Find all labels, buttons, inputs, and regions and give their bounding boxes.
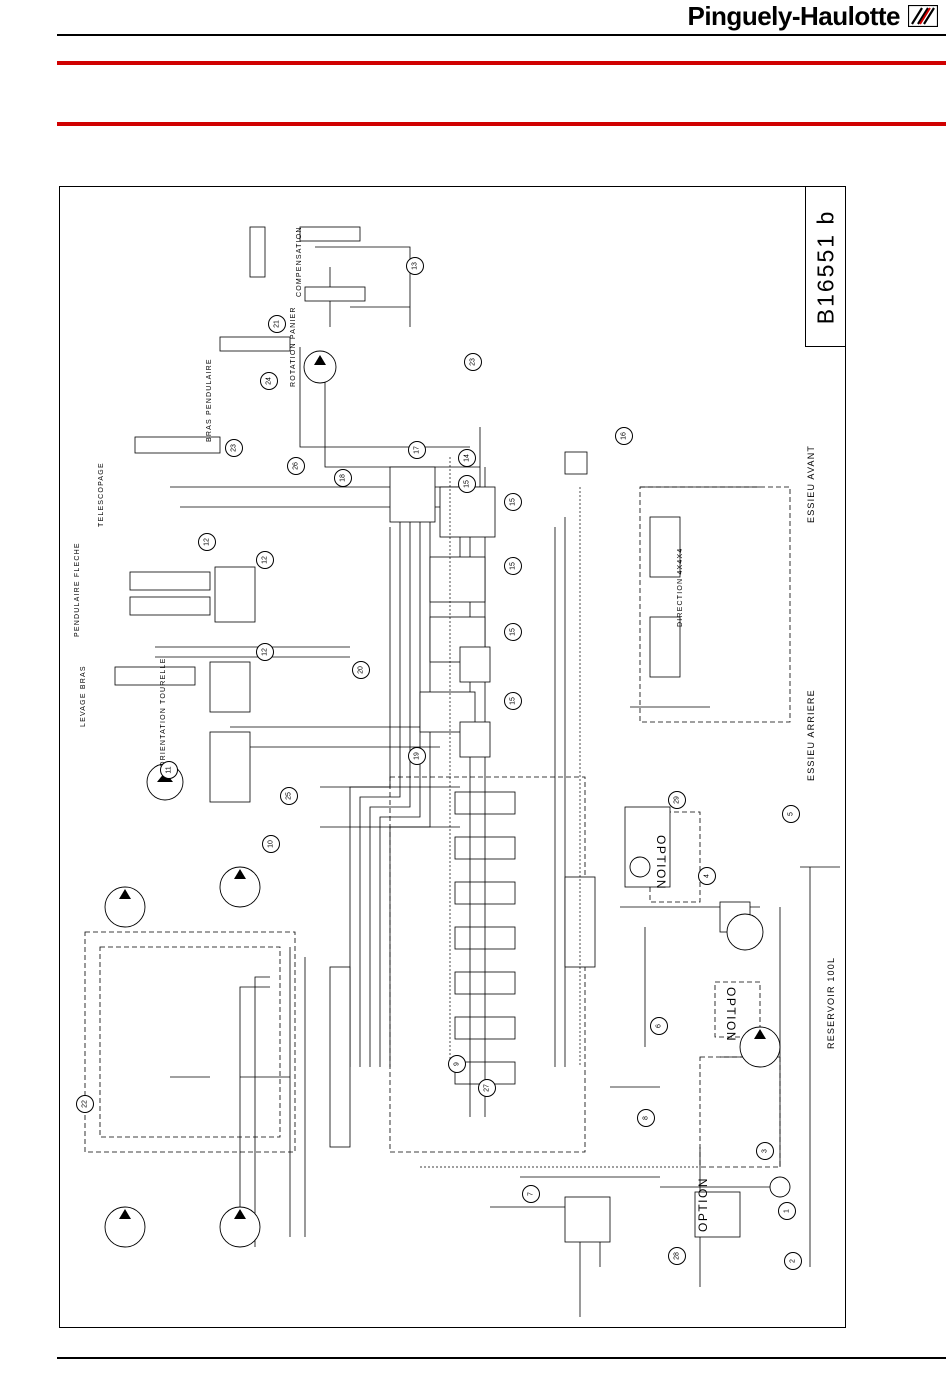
callout-tag: 13 [406, 257, 424, 275]
callout-tag: 12 [256, 551, 274, 569]
schematic-drawing [84, 226, 840, 1317]
direction-label: DIRECTION 4X4X4 [677, 547, 684, 627]
callout-tag: 15 [504, 493, 522, 511]
callout-tag: 1 [778, 1202, 796, 1220]
callout-tag: 23 [464, 353, 482, 371]
callout-tag: 25 [280, 787, 298, 805]
option-label-1: OPTION [654, 835, 668, 891]
brand-logo-icon [908, 5, 938, 27]
callout-tag: 12 [256, 643, 274, 661]
callout-tag: 4 [698, 867, 716, 885]
callout-tag: 28 [668, 1247, 686, 1265]
callout-tag: 7 [522, 1185, 540, 1203]
cylinder-label-turret: ORIENTATION TOURELLE [160, 657, 167, 767]
callout-tag: 15 [504, 557, 522, 575]
cylinder-label-pendular-arm: BRAS PENDULAIRE [206, 358, 213, 442]
hydraulic-schematic: B16551 b DIRECTION 4X4X4 ESSIEU ARRIERE … [59, 186, 846, 1328]
callout-tag: 11 [160, 761, 178, 779]
callout-tag: 17 [408, 441, 426, 459]
header-rule [57, 34, 946, 36]
red-rule-top [57, 61, 946, 65]
brand-name: Pinguely-Haulotte [687, 0, 900, 31]
callout-tag: 15 [458, 475, 476, 493]
cylinder-label-telescope: TELESCOPAGE [98, 462, 105, 527]
reservoir-label: RESERVOIR 100L [826, 956, 836, 1049]
callout-tag: 15 [504, 623, 522, 641]
callout-tag: 10 [262, 835, 280, 853]
callout-tag: 21 [268, 315, 286, 333]
cylinder-label-pendular-jib: PENDULAIRE FLECHE [74, 542, 81, 637]
callout-tag: 24 [260, 372, 278, 390]
callout-tag: 6 [650, 1017, 668, 1035]
callout-tag: 3 [756, 1142, 774, 1160]
option-label-3: OPTION [696, 1176, 710, 1232]
callout-tag: 5 [782, 805, 800, 823]
cylinder-label-basket: ROTATION PANIER [290, 306, 297, 387]
callout-tag: 27 [478, 1079, 496, 1097]
callout-tag: 18 [334, 469, 352, 487]
callout-tag: 20 [352, 661, 370, 679]
drawing-number-box: B16551 b [805, 187, 845, 347]
callout-tag: 29 [668, 791, 686, 809]
cylinder-label-lift: LEVAGE BRAS [80, 665, 87, 727]
callout-tag: 19 [408, 747, 426, 765]
option-label-2: OPTION [724, 987, 738, 1043]
front-axle-label: ESSIEU AVANT [806, 444, 816, 523]
callout-tag: 9 [448, 1055, 466, 1073]
callout-tag: 22 [76, 1095, 94, 1113]
brand-header: Pinguely-Haulotte [687, 0, 938, 31]
callout-tag: 16 [615, 427, 633, 445]
callout-tag: 23 [225, 439, 243, 457]
red-rule-bottom [57, 122, 946, 126]
drawing-number: B16551 b [812, 209, 838, 324]
callout-tag: 12 [198, 533, 216, 551]
callout-tag: 8 [637, 1109, 655, 1127]
callout-tag: 14 [458, 449, 476, 467]
callout-tag: 15 [504, 692, 522, 710]
footer-rule [57, 1357, 946, 1359]
rear-axle-label: ESSIEU ARRIERE [806, 689, 816, 781]
callout-tag: 26 [287, 457, 305, 475]
cylinder-label-compensation: COMPENSATION [296, 226, 303, 297]
callout-tag: 2 [784, 1252, 802, 1270]
